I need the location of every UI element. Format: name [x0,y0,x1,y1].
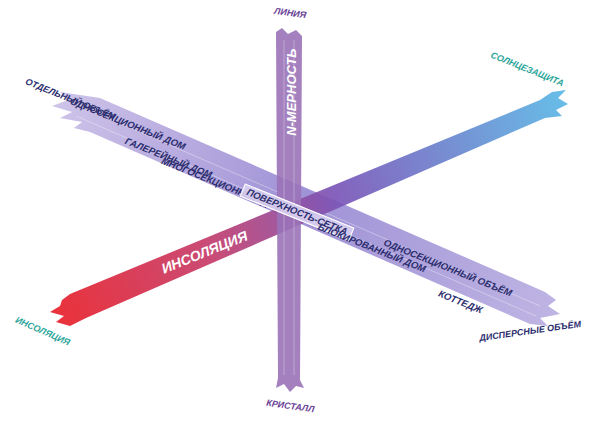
band-label: ИНСОЛЯЦИЯ [13,316,71,349]
band-label: ДИСПЕРСНЫЕ ОБЪЁМ [479,320,582,344]
band-label: ЛИНИЯ [273,7,306,21]
band-label: СОЛНЦЕЗАЩИТА [489,51,565,89]
band-label: ИНСОЛЯЦИЯ [160,229,250,277]
sun-band [50,90,568,326]
band-label: КРИСТАЛЛ [265,399,314,416]
band-label: КОТТЕДЖ [436,288,483,315]
band-label: ОДНОСЕКЦИОННЫЙ ОБЪЁМ [382,237,513,298]
band-label: N-МЕРНОСТЬ [285,48,299,135]
